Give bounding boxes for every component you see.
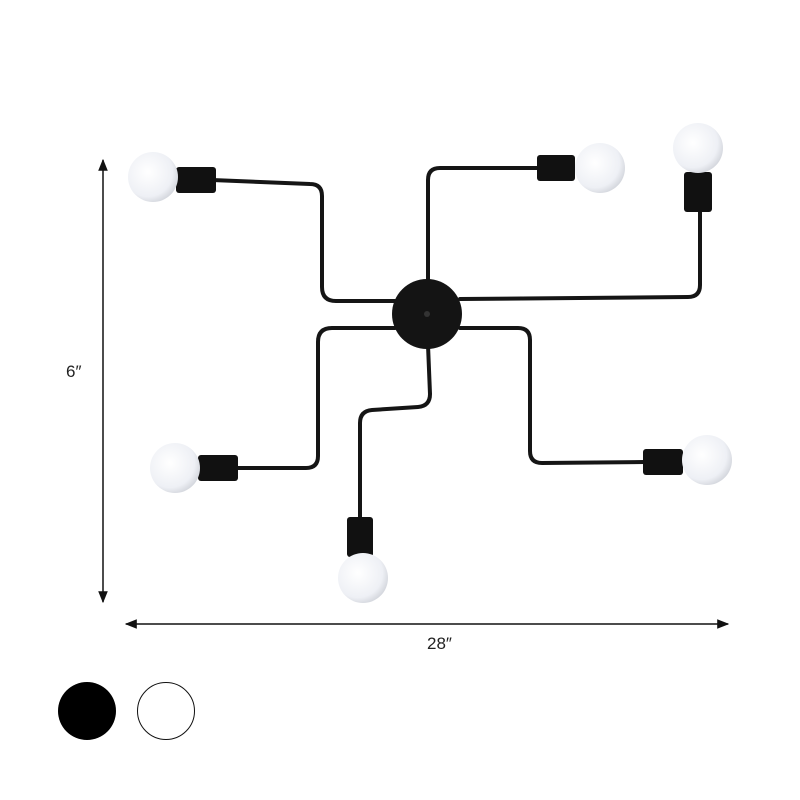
arm-top-left: [210, 178, 397, 303]
bulb: [682, 435, 732, 485]
bulb: [575, 143, 625, 193]
canopy-screw: [424, 311, 430, 317]
bulb: [338, 553, 388, 603]
color-swatch-white[interactable]: [137, 682, 195, 740]
width-label: 28″: [427, 634, 452, 653]
socket: [537, 155, 575, 181]
canopy: [392, 279, 462, 349]
sockets: [176, 155, 712, 557]
height-label: 6″: [66, 362, 82, 381]
arm-bottom-middle: [358, 343, 432, 522]
arm-top-right: [458, 208, 702, 301]
socket: [684, 172, 712, 212]
bulb: [128, 152, 178, 202]
arm-bottom-right: [458, 326, 647, 465]
lamp-arms: [210, 166, 702, 522]
arm-top-middle: [426, 166, 542, 285]
socket: [176, 167, 216, 193]
color-swatch-black[interactable]: [58, 682, 116, 740]
socket: [198, 455, 238, 481]
socket: [643, 449, 683, 475]
socket: [347, 517, 373, 557]
arm-bottom-left: [234, 326, 397, 470]
bulb: [150, 443, 200, 493]
bulbs: [128, 123, 732, 603]
bulb: [673, 123, 723, 173]
